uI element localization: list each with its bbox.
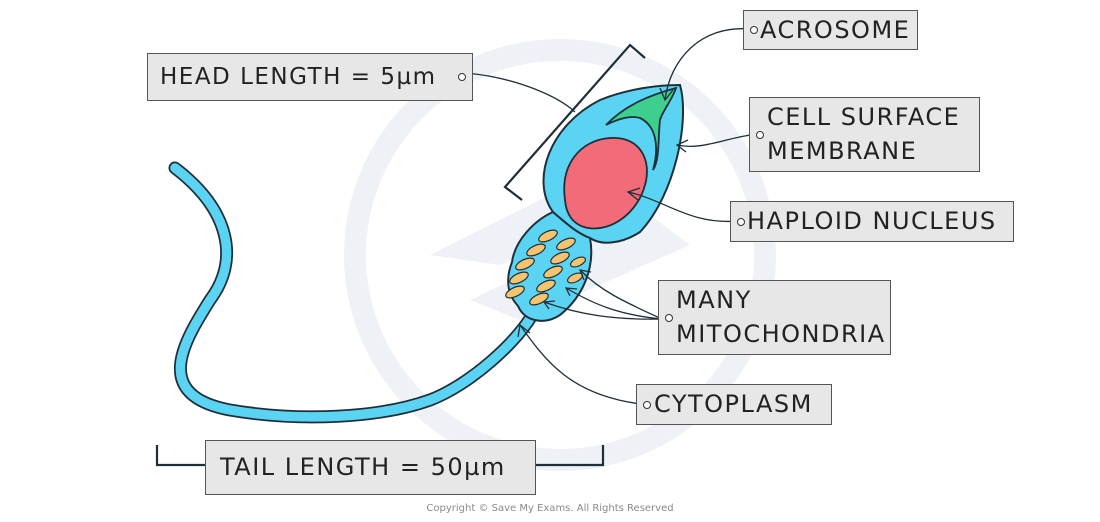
mitochondria-text: MITOCHONDRIA [676,320,886,348]
cell-surface-text: CELL SURFACE [767,103,961,131]
label-tail-length: TAIL LENGTH = 50µm [205,440,536,495]
label-cytoplasm: CYTOPLASM [636,384,832,425]
many-text: MANY [676,286,752,314]
mitochondrion [543,265,563,279]
tag-hole-icon [737,217,745,226]
tag-hole-icon [643,400,651,409]
head-length-bracket [503,43,646,201]
leader-acrosome [664,28,751,101]
leader-mitochondria-1 [579,269,663,320]
mitochondrion [509,271,529,285]
leader-mitochondria-3 [543,301,663,320]
leader-head-length [465,72,576,113]
mitochondrion [529,292,549,306]
acrosome-shape [605,86,678,171]
cytoplasm-text: CYTOPLASM [654,390,813,418]
copyright-notice: Copyright © Save My Exams. All Rights Re… [426,503,674,514]
haploid-nucleus-text: HAPLOID NUCLEUS [747,207,997,235]
mitochondrion [569,256,587,268]
leader-cytoplasm [519,324,642,405]
leader-haploid-nucleus [627,191,738,223]
mitochondrion [515,257,535,271]
label-many-mitochondria: MANY MITOCHONDRIA [658,280,891,355]
label-cell-surface-membrane: CELL SURFACE MEMBRANE [749,97,980,172]
label-head-length: HEAD LENGTH = 5µm [147,53,473,101]
tag-hole-icon [756,130,764,139]
mitochondrion [526,243,546,257]
haploid-nucleus-shape [563,137,648,230]
mitochondrion [536,279,556,293]
mitochondrion [538,229,558,243]
tag-hole-icon [458,73,466,81]
label-haploid-nucleus: HAPLOID NUCLEUS [730,201,1014,242]
head-length-text: HEAD LENGTH = 5µm [160,64,437,90]
mitochondrion [550,251,570,265]
tag-hole-icon [750,26,758,34]
membrane-text: MEMBRANE [767,137,918,165]
mitochondrion [505,285,525,299]
label-acrosome: ACROSOME [743,10,918,50]
mitochondria-group [505,229,587,306]
tag-hole-icon [665,313,673,322]
acrosome-text: ACROSOME [760,16,911,44]
mitochondrion [556,237,576,251]
tail-length-text: TAIL LENGTH = 50µm [220,453,506,481]
leader-mitochondria-2 [565,287,663,320]
leader-cell-surface-membrane [676,134,751,147]
